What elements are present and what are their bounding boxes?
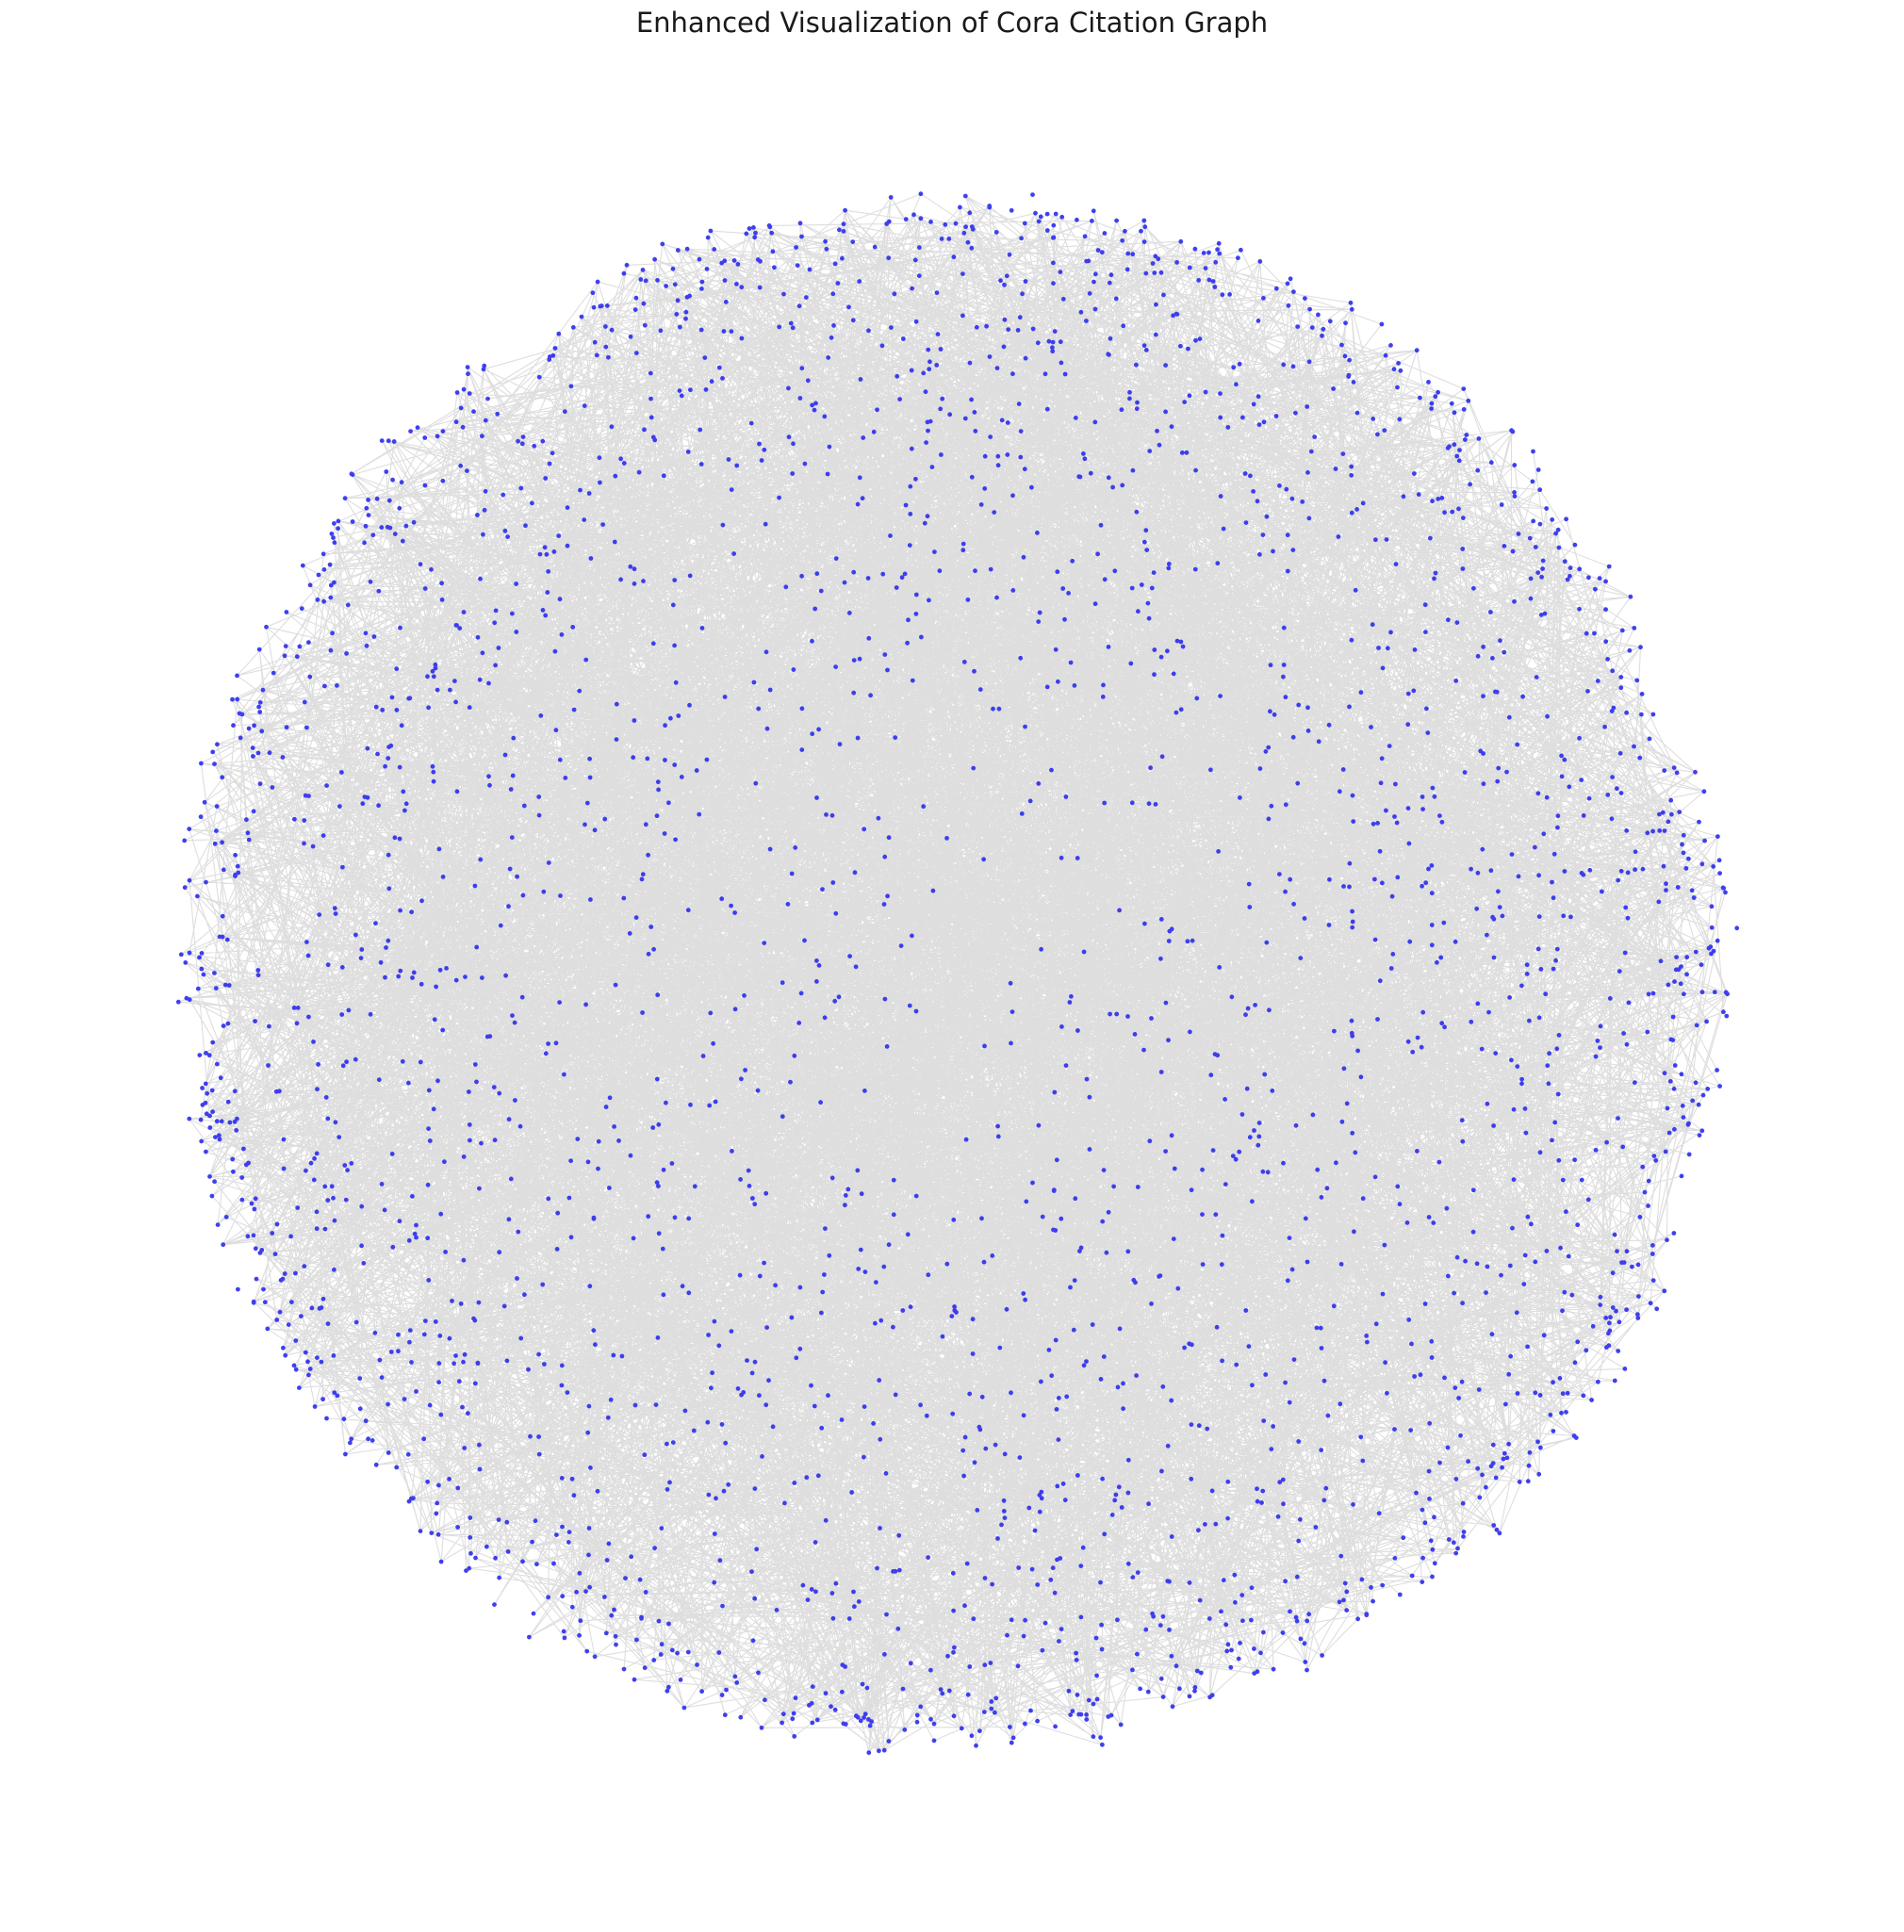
figure-title: Enhanced Visualization of Cora Citation … — [635, 7, 1269, 39]
graph-edges — [178, 193, 1729, 1754]
edge-layer — [178, 193, 1729, 1754]
